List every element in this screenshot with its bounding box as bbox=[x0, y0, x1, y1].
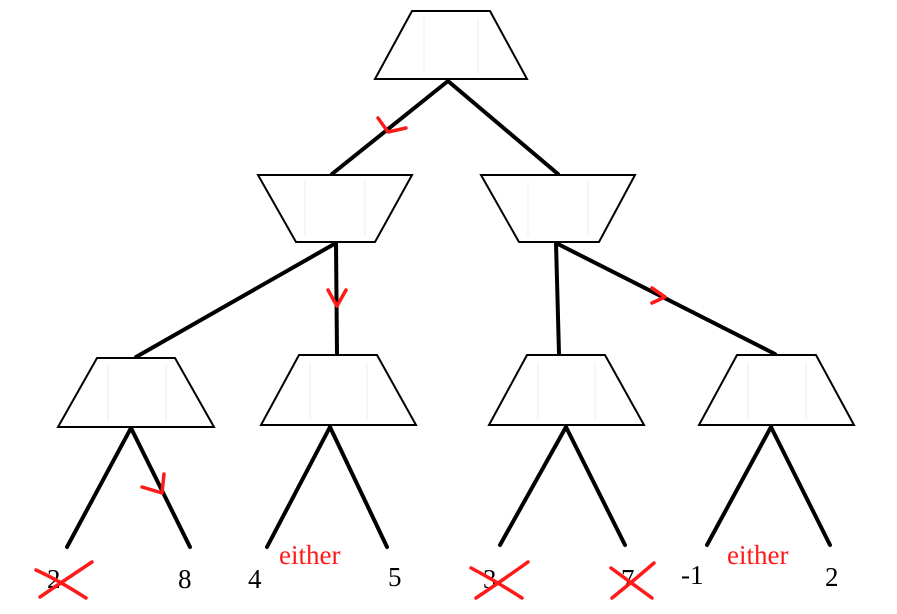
leaf-values: 2 8 4 5 3 7 -1 2 bbox=[47, 560, 839, 594]
edge-ll-leaf1 bbox=[65, 426, 133, 549]
edge-l-lr bbox=[334, 241, 339, 356]
edge-lr-leaf3 bbox=[265, 425, 332, 549]
edge-root-left bbox=[330, 79, 450, 176]
tree-edges bbox=[65, 79, 832, 549]
either-label: either bbox=[727, 540, 788, 570]
max-node-1 bbox=[56, 357, 216, 428]
edge-lr-leaf4 bbox=[328, 425, 389, 549]
edge-rl-leaf6 bbox=[564, 425, 627, 547]
edge-rr-leaf7 bbox=[705, 425, 773, 547]
leaf-value: 5 bbox=[388, 562, 402, 592]
edge-rr-leaf8 bbox=[769, 425, 832, 547]
arrow-mark-left-down bbox=[326, 288, 348, 308]
edge-rl-leaf5 bbox=[498, 425, 568, 547]
choice-arrows bbox=[140, 116, 667, 495]
cross-mark-leaf-three bbox=[469, 560, 530, 600]
max-node-3 bbox=[487, 354, 646, 426]
cross-mark-leaf-two bbox=[34, 560, 94, 600]
edge-r-rl bbox=[554, 241, 561, 356]
min-node-right bbox=[479, 174, 637, 243]
min-node-left bbox=[256, 174, 414, 243]
arrow-mark-root-left bbox=[376, 116, 408, 134]
edge-l-ll bbox=[134, 241, 338, 359]
leaf-value: 2 bbox=[825, 562, 839, 592]
arrow-mark-right-down bbox=[650, 286, 667, 305]
leaf-value: -1 bbox=[681, 560, 704, 590]
tree-nodes bbox=[56, 10, 856, 428]
annotations: either either bbox=[279, 540, 788, 570]
either-label: either bbox=[279, 540, 340, 570]
prune-marks bbox=[34, 560, 656, 600]
edge-ll-leaf2 bbox=[129, 426, 192, 549]
max-node-4 bbox=[697, 354, 856, 426]
cross-mark-leaf-seven bbox=[609, 561, 656, 600]
edge-root-right bbox=[446, 79, 560, 176]
max-node-2 bbox=[259, 354, 418, 426]
leaf-value: 4 bbox=[248, 564, 262, 594]
arrow-mark-leaf-eight bbox=[140, 472, 166, 495]
root-node bbox=[373, 10, 529, 80]
leaf-value: 8 bbox=[178, 564, 192, 594]
